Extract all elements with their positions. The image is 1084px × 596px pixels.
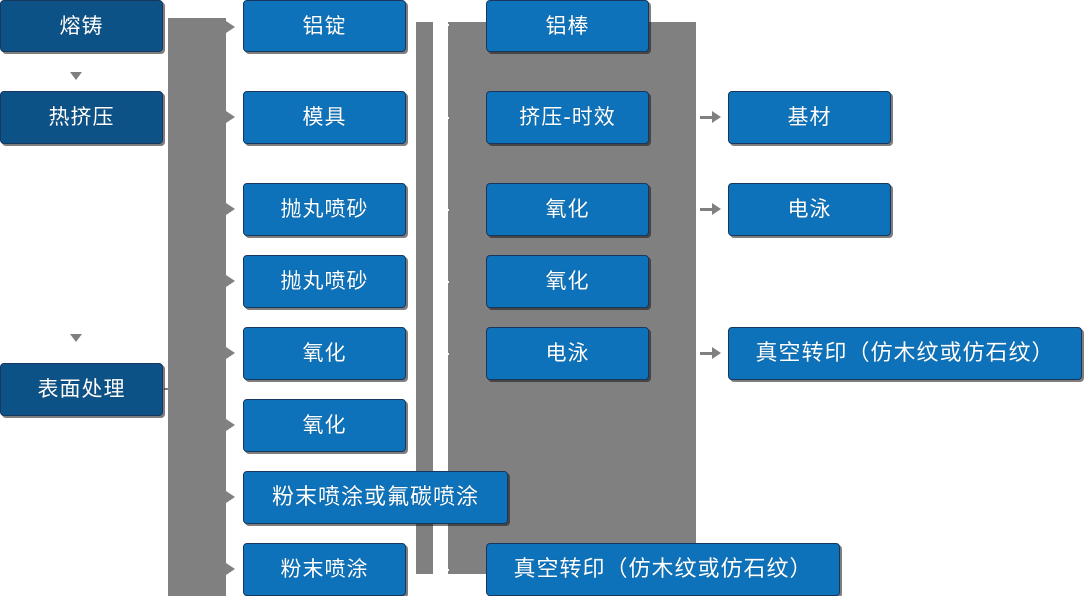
gutter-channel: [433, 22, 448, 574]
output-box-substrate[interactable]: 基材: [728, 91, 891, 144]
tick-row-2b: [433, 117, 449, 119]
process-label-oxidation-2: 氧化: [545, 269, 590, 293]
arrow-shaft-output-3: [700, 352, 712, 355]
output-label-electrophoresis: 电泳: [787, 197, 832, 221]
stage-label-melt-cast: 熔铸: [59, 13, 104, 38]
arrow-to-input-5: [226, 347, 235, 359]
process-label-vacuum-print: 真空转印（仿木纹或仿石纹）: [513, 556, 813, 582]
input-box-mold[interactable]: 模具: [243, 91, 406, 144]
process-box-vacuum-print[interactable]: 真空转印（仿木纹或仿石纹）: [486, 543, 840, 596]
tick-row-1b: [433, 24, 449, 26]
input-label-powder-coating: 粉末喷涂: [280, 557, 369, 581]
process-box-oxidation-2[interactable]: 氧化: [486, 255, 649, 308]
output-box-vacuum-print[interactable]: 真空转印（仿木纹或仿石纹）: [728, 327, 1082, 380]
output-label-substrate: 基材: [787, 105, 832, 129]
process-box-aluminum-bar[interactable]: 铝棒: [486, 0, 649, 52]
process-label-oxidation-1: 氧化: [545, 197, 590, 221]
input-box-powder-coating[interactable]: 粉末喷涂: [243, 543, 406, 596]
connector-surface-to-spine: [164, 388, 186, 390]
input-label-mold: 模具: [302, 105, 347, 129]
process-label-electrophoresis: 电泳: [545, 341, 590, 365]
process-box-extrude-age[interactable]: 挤压-时效: [486, 91, 649, 144]
arrow-to-input-1: [226, 21, 235, 33]
output-box-electrophoresis[interactable]: 电泳: [728, 183, 891, 236]
arrow-to-input-3: [226, 203, 235, 215]
process-label-extrude-age: 挤压-时效: [519, 105, 616, 129]
band-input-spine-lower: [416, 310, 433, 574]
arrow-to-input-2: [226, 111, 235, 123]
input-box-aluminum-ingot[interactable]: 铝锭: [243, 0, 406, 52]
process-label-aluminum-bar: 铝棒: [545, 13, 590, 38]
band-input-spine-upper: [416, 22, 433, 298]
arrow-shaft-output-1: [700, 116, 712, 119]
tick-row-4b: [433, 281, 449, 283]
process-box-electrophoresis[interactable]: 电泳: [486, 327, 649, 380]
stage-box-hot-extrusion[interactable]: 热挤压: [0, 91, 163, 144]
input-box-powder-or-pvdf[interactable]: 粉末喷涂或氟碳喷涂: [243, 471, 508, 524]
arrow-to-input-6: [226, 419, 235, 431]
tick-row-6b: [433, 569, 449, 571]
input-label-oxidation-1: 氧化: [302, 341, 347, 365]
process-box-oxidation-1[interactable]: 氧化: [486, 183, 649, 236]
arrow-to-input-4: [226, 275, 235, 287]
arrow-to-output-3: [712, 347, 721, 359]
arrow-to-output-1: [712, 111, 721, 123]
input-box-oxidation-2[interactable]: 氧化: [243, 399, 406, 452]
stage-label-surface-treatment: 表面处理: [37, 377, 126, 401]
stage-label-hot-extrusion: 热挤压: [48, 105, 115, 129]
input-label-oxidation-2: 氧化: [302, 413, 347, 437]
output-label-vacuum-print: 真空转印（仿木纹或仿石纹）: [755, 340, 1055, 366]
input-box-shotblast-1[interactable]: 抛丸喷砂: [243, 183, 406, 236]
input-box-oxidation-1[interactable]: 氧化: [243, 327, 406, 380]
arrow-to-input-7: [226, 491, 235, 503]
stage-box-melt-cast[interactable]: 熔铸: [0, 0, 163, 52]
input-box-shotblast-2[interactable]: 抛丸喷砂: [243, 255, 406, 308]
arrow-extrusion-to-surface: [70, 334, 82, 342]
tick-row-3b: [433, 209, 449, 211]
band-stage-spine: [168, 18, 226, 596]
arrow-melt-to-extrusion: [70, 72, 82, 80]
input-label-shotblast-1: 抛丸喷砂: [280, 197, 369, 221]
arrow-to-input-8: [226, 563, 235, 575]
tick-row-5b: [433, 353, 449, 355]
input-label-aluminum-ingot: 铝锭: [302, 13, 347, 38]
input-label-shotblast-2: 抛丸喷砂: [280, 269, 369, 293]
input-label-powder-or-pvdf: 粉末喷涂或氟碳喷涂: [271, 484, 479, 510]
arrow-shaft-output-2: [700, 208, 712, 211]
stage-box-surface-treatment[interactable]: 表面处理: [0, 363, 163, 416]
arrow-to-output-2: [712, 203, 721, 215]
